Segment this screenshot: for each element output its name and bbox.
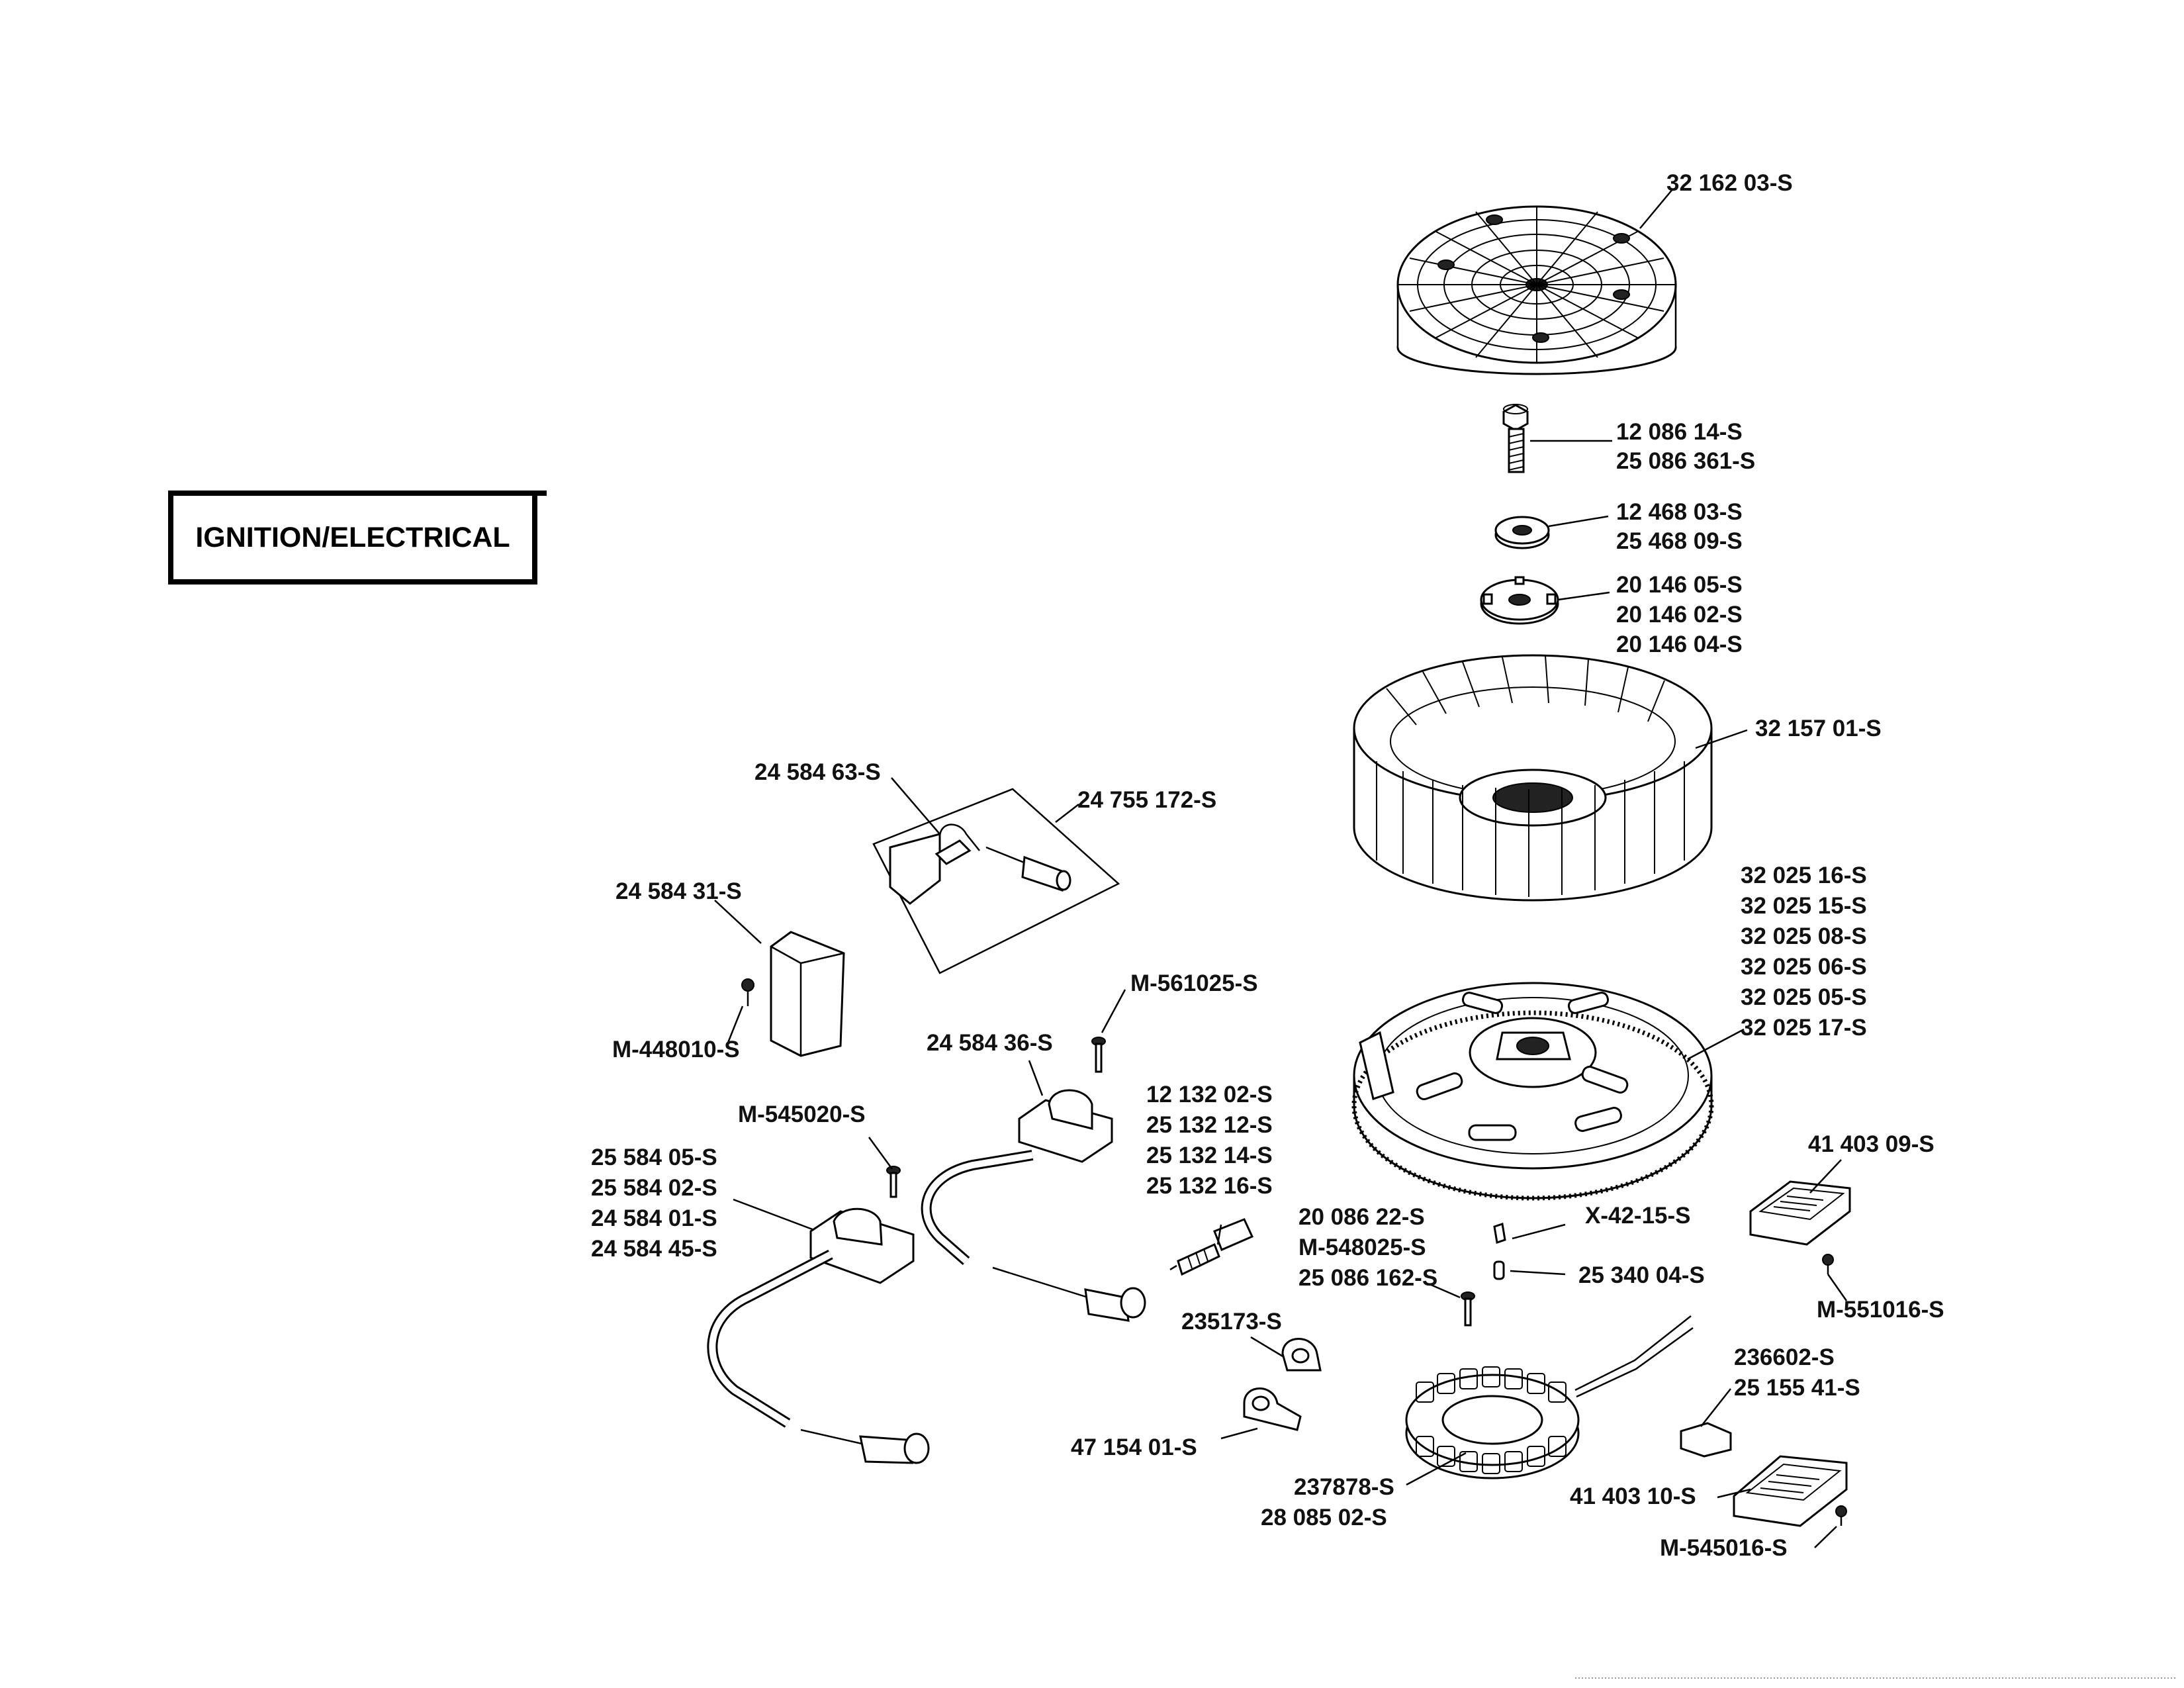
- callout-rectifier-top: 41 403 09-S: [1808, 1131, 1934, 1157]
- callout-washer: 12 468 03-S 25 468 09-S: [1616, 499, 1743, 554]
- callout-text: 25 132 16-S: [1146, 1173, 1273, 1199]
- callout-text: 32 025 15-S: [1741, 893, 1867, 919]
- callout-text: 32 162 03-S: [1666, 170, 1793, 196]
- callout-clip-top: 235173-S: [1181, 1309, 1282, 1335]
- fan-part: [1353, 654, 1713, 902]
- callout-text: 28 085 02-S: [1261, 1505, 1387, 1530]
- callout-text: 41 403 10-S: [1570, 1483, 1696, 1509]
- callout-module-screw: M-448010-S: [612, 1037, 740, 1062]
- rectifier-kit-part: [1680, 1422, 1732, 1458]
- callout-text: 237878-S: [1294, 1474, 1394, 1500]
- callout-text: 32 025 08-S: [1741, 923, 1867, 949]
- callout-text: 24 584 63-S: [754, 759, 881, 785]
- callout-text: M-545020-S: [738, 1102, 866, 1127]
- callout-text: 32 025 16-S: [1741, 863, 1867, 888]
- callout-pin: 25 340 04-S: [1578, 1262, 1705, 1288]
- callout-spark-plug: 12 132 02-S 25 132 12-S 25 132 14-S 25 1…: [1146, 1082, 1273, 1199]
- callout-text: 25 584 05-S: [591, 1145, 717, 1170]
- callout-coil-bottom: 25 584 05-S 25 584 02-S 24 584 01-S 24 5…: [591, 1145, 717, 1262]
- module-screw-part: [741, 978, 754, 1006]
- callout-flywheel-screen: 32 162 03-S: [1666, 170, 1793, 196]
- callout-text: X-42-15-S: [1585, 1203, 1691, 1229]
- coil-bottom-part: [707, 1207, 930, 1464]
- section-title-box: IGNITION/ELECTRICAL: [168, 491, 547, 585]
- callout-text: 32 025 17-S: [1741, 1015, 1867, 1041]
- callout-text: 24 755 172-S: [1077, 787, 1216, 813]
- callout-coil-top: 24 584 36-S: [927, 1030, 1053, 1056]
- callout-text: M-448010-S: [612, 1037, 740, 1062]
- coil-kit-part: [872, 788, 1120, 974]
- callout-text: 32 025 06-S: [1741, 954, 1867, 980]
- callout-fan-retainer: 20 146 05-S 20 146 02-S 20 146 04-S: [1616, 572, 1743, 657]
- callout-text: 24 584 45-S: [591, 1236, 717, 1262]
- callout-screw-551016: M-551016-S: [1817, 1297, 1944, 1323]
- callout-text: 25 468 09-S: [1616, 528, 1743, 554]
- callout-coil-screw-bottom: M-545020-S: [738, 1102, 866, 1127]
- callout-rectifier-kit: 236602-S 25 155 41-S: [1734, 1344, 1860, 1401]
- flywheel-screw-part: [1502, 404, 1529, 473]
- callout-text: 24 584 31-S: [615, 878, 742, 904]
- callout-text: M-545016-S: [1660, 1535, 1788, 1561]
- callout-text: 20 146 04-S: [1616, 632, 1743, 657]
- callout-text: M-561025-S: [1130, 970, 1258, 996]
- stator-screw-part: [1461, 1291, 1475, 1327]
- key-part: [1493, 1223, 1506, 1244]
- callout-text: M-551016-S: [1817, 1297, 1944, 1323]
- coil-top-part: [921, 1089, 1146, 1322]
- callout-text: 41 403 09-S: [1808, 1131, 1934, 1157]
- callout-text: 12 468 03-S: [1616, 499, 1743, 525]
- callout-text: 25 132 14-S: [1146, 1143, 1273, 1168]
- callout-text: 25 086 361-S: [1616, 448, 1755, 474]
- callout-text: 47 154 01-S: [1071, 1434, 1197, 1460]
- callout-text: 236602-S: [1734, 1344, 1835, 1370]
- callout-rectifier-bottom: 41 403 10-S: [1570, 1483, 1696, 1509]
- callout-screw-545016: M-545016-S: [1660, 1535, 1788, 1561]
- stator-part: [1405, 1315, 1694, 1479]
- callout-text: 24 584 01-S: [591, 1205, 717, 1231]
- callout-text: M-548025-S: [1298, 1235, 1426, 1260]
- callout-module: 24 584 31-S: [615, 878, 742, 904]
- callout-text: 32 157 01-S: [1755, 716, 1882, 741]
- flywheel-screen-part: [1396, 205, 1677, 375]
- callout-stator-screw: 20 086 22-S M-548025-S 25 086 162-S: [1298, 1204, 1437, 1291]
- callout-text: 25 132 12-S: [1146, 1112, 1273, 1138]
- callout-text: 20 086 22-S: [1298, 1204, 1425, 1230]
- callout-text: 25 584 02-S: [591, 1175, 717, 1201]
- callout-text: 25 340 04-S: [1578, 1262, 1705, 1288]
- callout-text: 25 155 41-S: [1734, 1375, 1860, 1401]
- ignition-module-part: [770, 931, 845, 1057]
- coil-screw-bottom-part: [886, 1166, 901, 1198]
- clip-bottom-part: [1243, 1387, 1302, 1431]
- flywheel-part: [1351, 982, 1714, 1201]
- section-title: IGNITION/ELECTRICAL: [195, 521, 510, 553]
- pin-part: [1493, 1260, 1505, 1280]
- callout-text: 12 086 14-S: [1616, 419, 1743, 445]
- leader-lines: [714, 188, 1848, 1548]
- callout-text: 235173-S: [1181, 1309, 1282, 1335]
- spark-plug-part: [1169, 1218, 1254, 1276]
- callout-flywheel-screw: 12 086 14-S 25 086 361-S: [1616, 419, 1755, 474]
- callout-flywheel: 32 025 16-S 32 025 15-S 32 025 08-S 32 0…: [1741, 863, 1867, 1041]
- callout-coil-kit: 24 584 63-S: [754, 759, 881, 785]
- fan-retainer-part: [1480, 576, 1559, 625]
- callout-stator: 237878-S 28 085 02-S: [1261, 1474, 1394, 1530]
- callout-text: 20 146 02-S: [1616, 602, 1743, 628]
- callout-text: 25 086 162-S: [1298, 1265, 1437, 1291]
- callout-fan: 32 157 01-S: [1755, 716, 1882, 741]
- callout-text: 20 146 05-S: [1616, 572, 1743, 598]
- washer-part: [1494, 516, 1550, 549]
- rectifier-bottom-part: [1733, 1455, 1848, 1527]
- coil-screw-top-part: [1091, 1037, 1106, 1073]
- callout-key: X-42-15-S: [1585, 1203, 1691, 1229]
- callout-coil-kit-frame: 24 755 172-S: [1077, 787, 1216, 813]
- clip-top-part: [1281, 1338, 1322, 1372]
- rectifier-top-part: [1749, 1180, 1851, 1274]
- callout-text: 32 025 05-S: [1741, 984, 1867, 1010]
- callout-coil-screw-top: M-561025-S: [1130, 970, 1258, 996]
- callout-clip-bottom: 47 154 01-S: [1071, 1434, 1197, 1460]
- callout-text: 12 132 02-S: [1146, 1082, 1273, 1107]
- callout-text: 24 584 36-S: [927, 1030, 1053, 1056]
